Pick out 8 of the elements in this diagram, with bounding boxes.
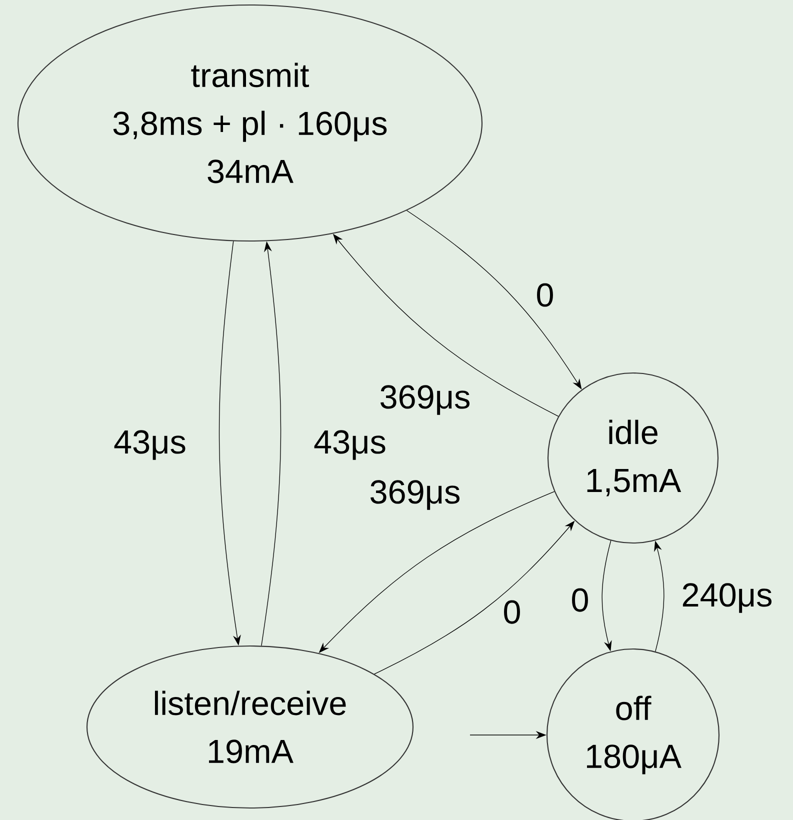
edge-label: 0 <box>534 282 556 308</box>
edge-label: 0 <box>569 586 591 614</box>
edge-label: 43μs <box>112 428 188 462</box>
edge-label: 43μs <box>312 428 388 462</box>
edge-label: 240μs <box>680 582 774 614</box>
edge-label: 369μs <box>378 384 472 416</box>
edge-label: 0 <box>501 598 523 626</box>
edge-label: 369μs <box>368 478 462 512</box>
